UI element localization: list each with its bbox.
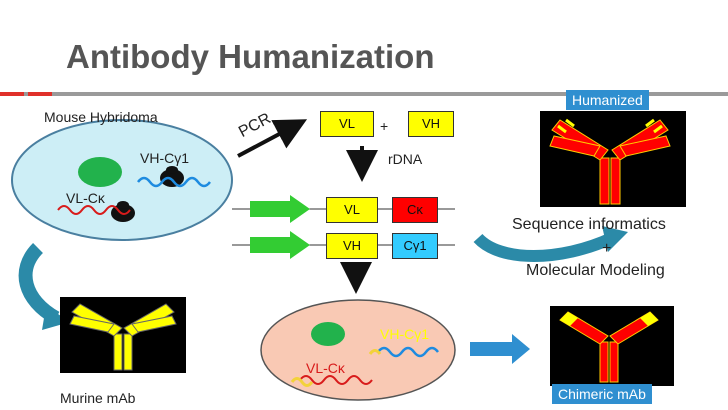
construct-vh-box: VH (326, 233, 378, 259)
vh-cgamma1-label: VH-Cγ1 (140, 150, 190, 166)
plus-modeling-label: + (602, 240, 612, 257)
plus-label: + (380, 118, 389, 134)
curved-arrow-to-humanized (473, 232, 615, 262)
title-divider-accent-2 (28, 92, 52, 96)
promoter-arrow-2 (250, 231, 310, 259)
pcr-arrow (237, 119, 308, 158)
chimeric-mab-tag: Chimeric mAb (552, 384, 652, 404)
murine-mab-label: Murine mAb (60, 390, 136, 406)
rdna-label: rDNA (388, 151, 423, 167)
molecular-modeling-label: Molecular Modeling (526, 262, 665, 279)
mouse-hybridoma-label: Mouse Hybridoma (44, 109, 158, 125)
vl-ckappa-label: VL-Cκ (66, 190, 105, 206)
ribosome-icon-1 (160, 169, 184, 187)
sequence-informatics-label: Sequence informatics (512, 216, 666, 233)
humanized-antibody-icon (549, 118, 671, 205)
page-title: Antibody Humanization (66, 38, 435, 75)
title-divider-accent (0, 92, 24, 96)
construct-vl-box: VL (326, 197, 378, 223)
chimeric-nucleus (311, 322, 345, 346)
cell2-vh-cgamma1-label: VH-Cγ1 (380, 326, 430, 342)
mrna-wave-heavy (137, 176, 211, 188)
chimeric-mrna-light (299, 375, 373, 385)
top-vh-box: VH (408, 111, 454, 137)
murine-antibody-icon (69, 303, 177, 371)
arrow-to-chimeric (470, 334, 530, 364)
mrna-wave-light (57, 205, 131, 215)
promoter-arrow-1 (250, 195, 310, 223)
chimeric-mrna-heavy (377, 346, 439, 358)
chimeric-producing-cell (260, 299, 456, 401)
curved-arrow-to-murine (18, 243, 60, 325)
chimeric-antibody-icon (559, 311, 659, 383)
chimeric-mrna-light-variable (290, 377, 314, 387)
mouse-hybridoma-cell (11, 119, 233, 241)
top-vl-box: VL (320, 111, 374, 137)
construct-cg1-box: Cγ1 (392, 233, 438, 259)
humanized-tag: Humanized (566, 90, 649, 110)
mouse-nucleus (78, 157, 122, 187)
title-divider (0, 92, 728, 96)
construct-ck-box: Cκ (392, 197, 438, 223)
cell2-vl-ckappa-label: VL-Cκ (306, 360, 345, 376)
